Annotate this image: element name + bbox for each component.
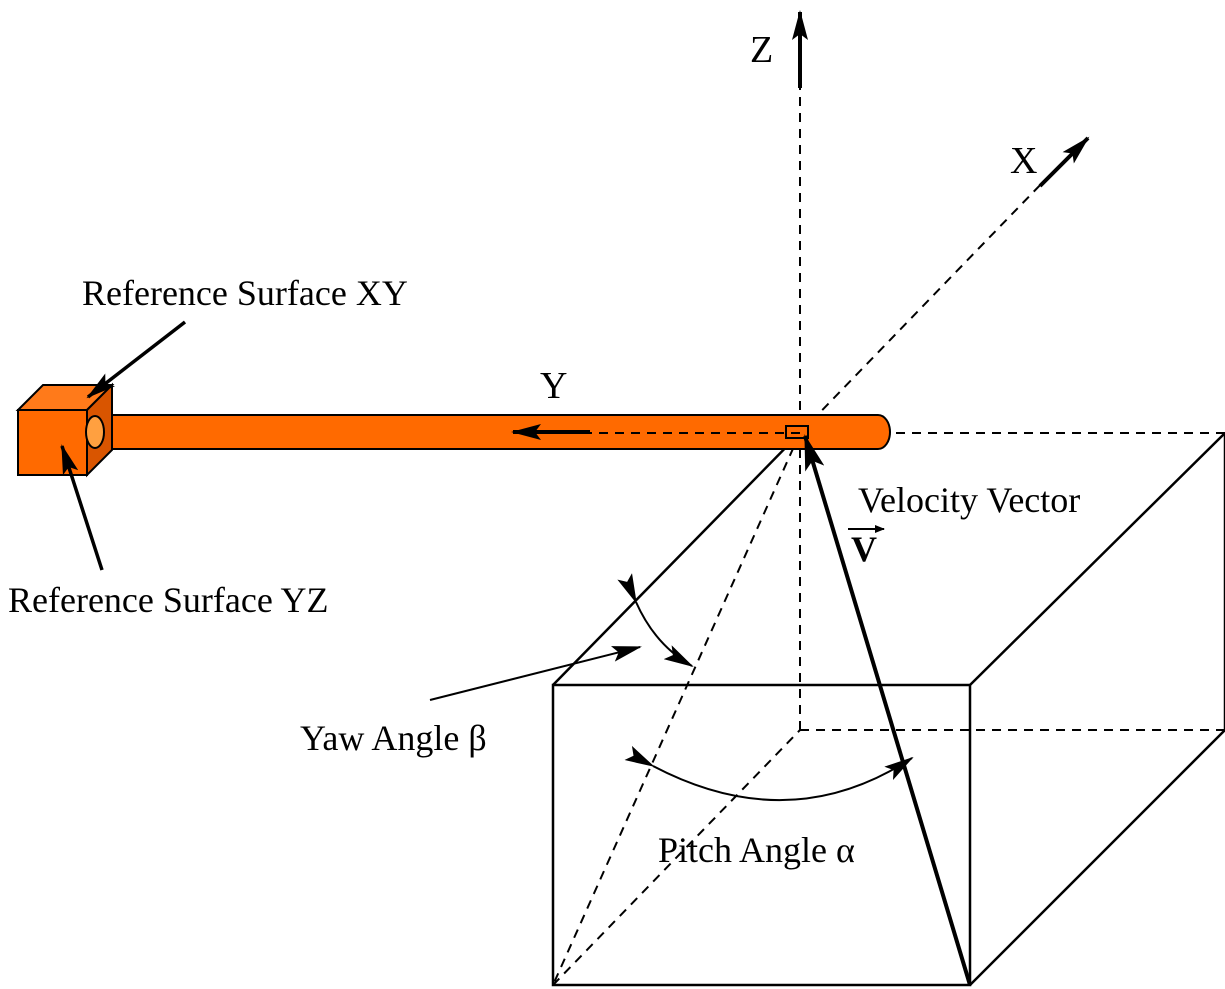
y-axis-label: Y	[540, 365, 567, 407]
ref-surface-xy-label: Reference Surface XY	[82, 273, 408, 313]
box-top-left-edge	[552, 432, 801, 686]
box-front-face	[551, 683, 972, 987]
yaw-angle-arc	[617, 573, 694, 667]
velocity-vector-arrow	[803, 434, 972, 986]
x-axis-label: X	[1010, 140, 1037, 182]
box-bottom-right-edge	[969, 729, 1225, 986]
velocity-vector-label: Velocity Vector	[858, 480, 1080, 520]
coordinate-axes	[792, 10, 1090, 730]
x-axis-arrow	[1038, 136, 1090, 188]
velocity-box	[551, 432, 1225, 987]
velocity-symbol: V	[851, 529, 877, 569]
yaw-projection-line	[552, 432, 801, 986]
yaw-pointer	[429, 646, 642, 701]
ref-xy-pointer	[86, 320, 187, 399]
probe-block-front	[17, 409, 88, 476]
probe-rod	[89, 414, 891, 450]
probe	[15, 382, 891, 478]
x-axis-line	[799, 179, 1046, 434]
pitch-angle-label: Pitch Angle α	[658, 830, 855, 870]
box-top-right-edge	[969, 432, 1225, 686]
pitch-angle-arc	[624, 745, 914, 802]
yaw-angle-label: Yaw Angle β	[300, 718, 487, 758]
probe-rod-end	[85, 415, 105, 449]
y-axis	[511, 424, 800, 440]
z-axis-label: Z	[750, 29, 773, 71]
ref-yz-pointer	[60, 444, 104, 571]
ref-surface-yz-label: Reference Surface YZ	[8, 580, 328, 620]
